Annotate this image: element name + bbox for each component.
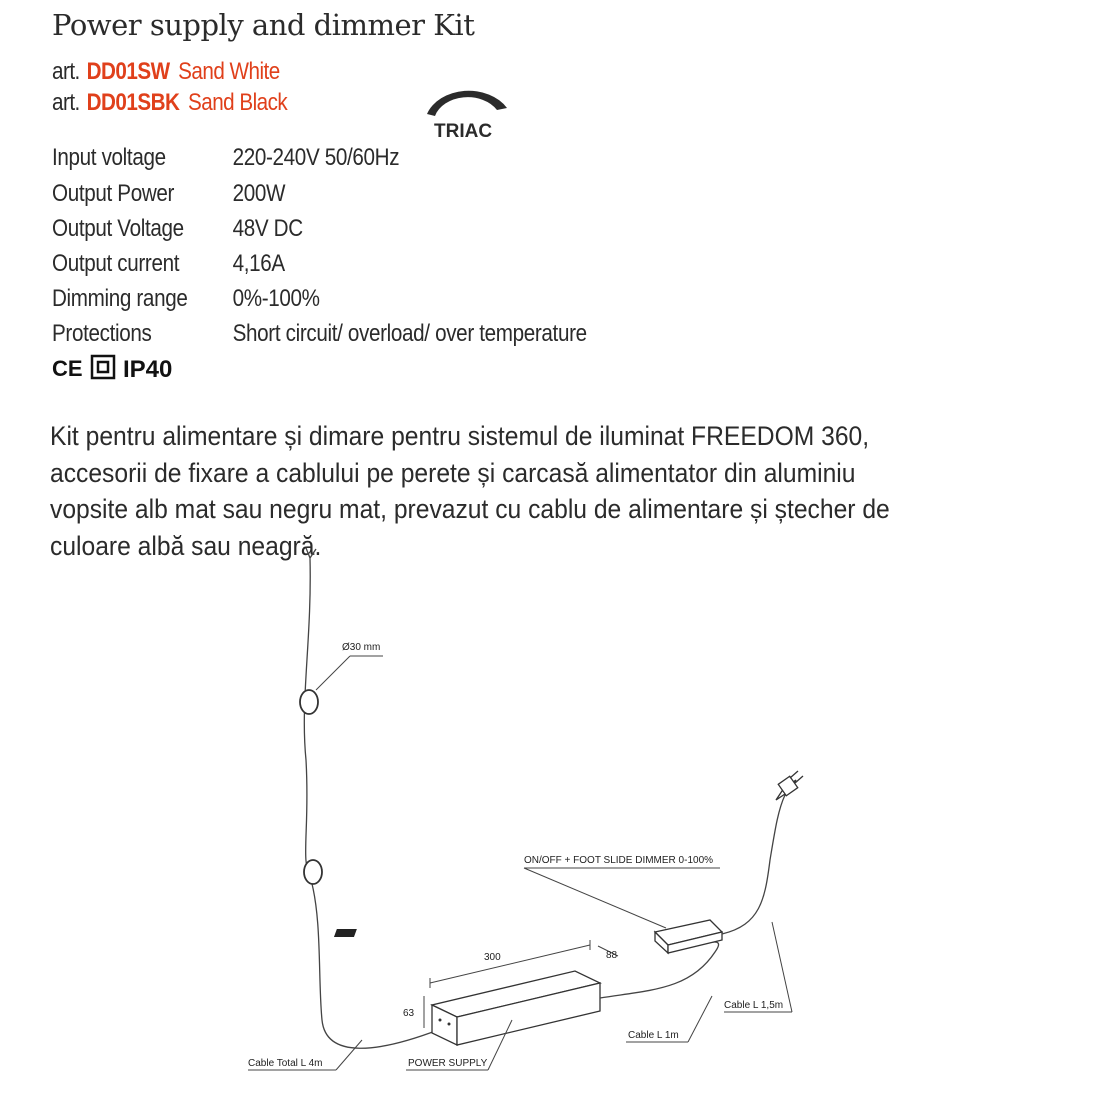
cable-1m-leader [687,995,713,1043]
ip-rating-icon: IP40 [123,356,172,382]
spec-label: Input voltage [52,144,166,171]
wall-cable [303,547,439,1049]
cable-total-leader [335,1039,363,1071]
power-supply-box [430,970,602,1047]
wall-clip-icon [303,859,323,885]
spec-row: Protections Short circuit/ overload/ over… [52,320,587,348]
cable-15m-label: Cable L 1,5m [724,1000,783,1011]
article-color: Sand White [178,58,280,85]
spec-value: 220-240V 50/60Hz [232,144,400,171]
diameter-label: Ø30 mm [342,642,380,653]
spec-label: Output current [52,250,180,277]
spec-value: Short circuit/ overload/ over temperatur… [232,320,587,347]
article-code: DD01SW [86,58,170,85]
triac-arc-icon [427,90,507,116]
wall-clip-icon [299,689,319,715]
installation-diagram: Ø30 mm 300 88 63 ON/OFF + FOOT SLIDE DIM… [248,547,804,1071]
spec-label: Output Power [52,180,175,207]
width-dimension [597,945,619,957]
spec-label: Output Voltage [52,215,184,242]
spec-value: 0%-100% [232,285,320,312]
mains-cable [721,794,786,935]
spec-value: 200W [232,180,286,207]
length-label: 300 [484,952,501,963]
cable-1m-label: Cable L 1m [628,1030,679,1041]
cable-total-label: Cable Total L 4m [248,1058,323,1069]
power-supply-label: POWER SUPPLY [408,1058,488,1069]
article-color: Sand Black [187,89,288,116]
page-title: Power supply and dimmer Kit [52,8,475,42]
triac-label: TRIAC [434,121,492,142]
article-prefix: art. [52,58,80,85]
plug-icon [775,770,804,801]
height-label: 63 [403,1008,415,1019]
foot-dimmer-box [333,919,724,955]
width-label: 88 [606,950,618,961]
spec-label: Dimming range [52,285,188,312]
cable-15m-leader [771,921,793,1013]
dimmer-cable [599,941,720,999]
spec-value: 48V DC [232,215,304,242]
spec-row: Output current 4,16A [52,250,285,278]
power-supply-leader [487,1019,513,1071]
ce-mark-icon: CE [52,356,83,381]
article-row-white: art.DD01SW Sand White [52,58,280,86]
spec-row: Output Power 200W [52,180,285,208]
spec-row: Dimming range 0%-100% [52,285,320,313]
spec-value: 4,16A [232,250,286,277]
spec-row: Input voltage 220-240V 50/60Hz [52,144,400,172]
article-prefix: art. [52,89,80,116]
triac-logo: TRIAC [427,90,507,142]
spec-row: Output Voltage 48V DC [52,215,303,243]
article-row-black: art.DD01SBK Sand Black [52,89,288,117]
double-insulation-icon [90,354,116,380]
certification-marks: CE IP40 [52,354,172,382]
dimmer-label: ON/OFF + FOOT SLIDE DIMMER 0-100% [524,855,713,866]
article-code: DD01SBK [86,89,180,116]
spec-label: Protections [52,320,152,347]
diameter-leader [315,655,351,691]
product-description: Kit pentru alimentare și dimare pentru s… [50,421,890,561]
dimmer-leader [523,867,667,929]
length-dimension [429,944,591,984]
